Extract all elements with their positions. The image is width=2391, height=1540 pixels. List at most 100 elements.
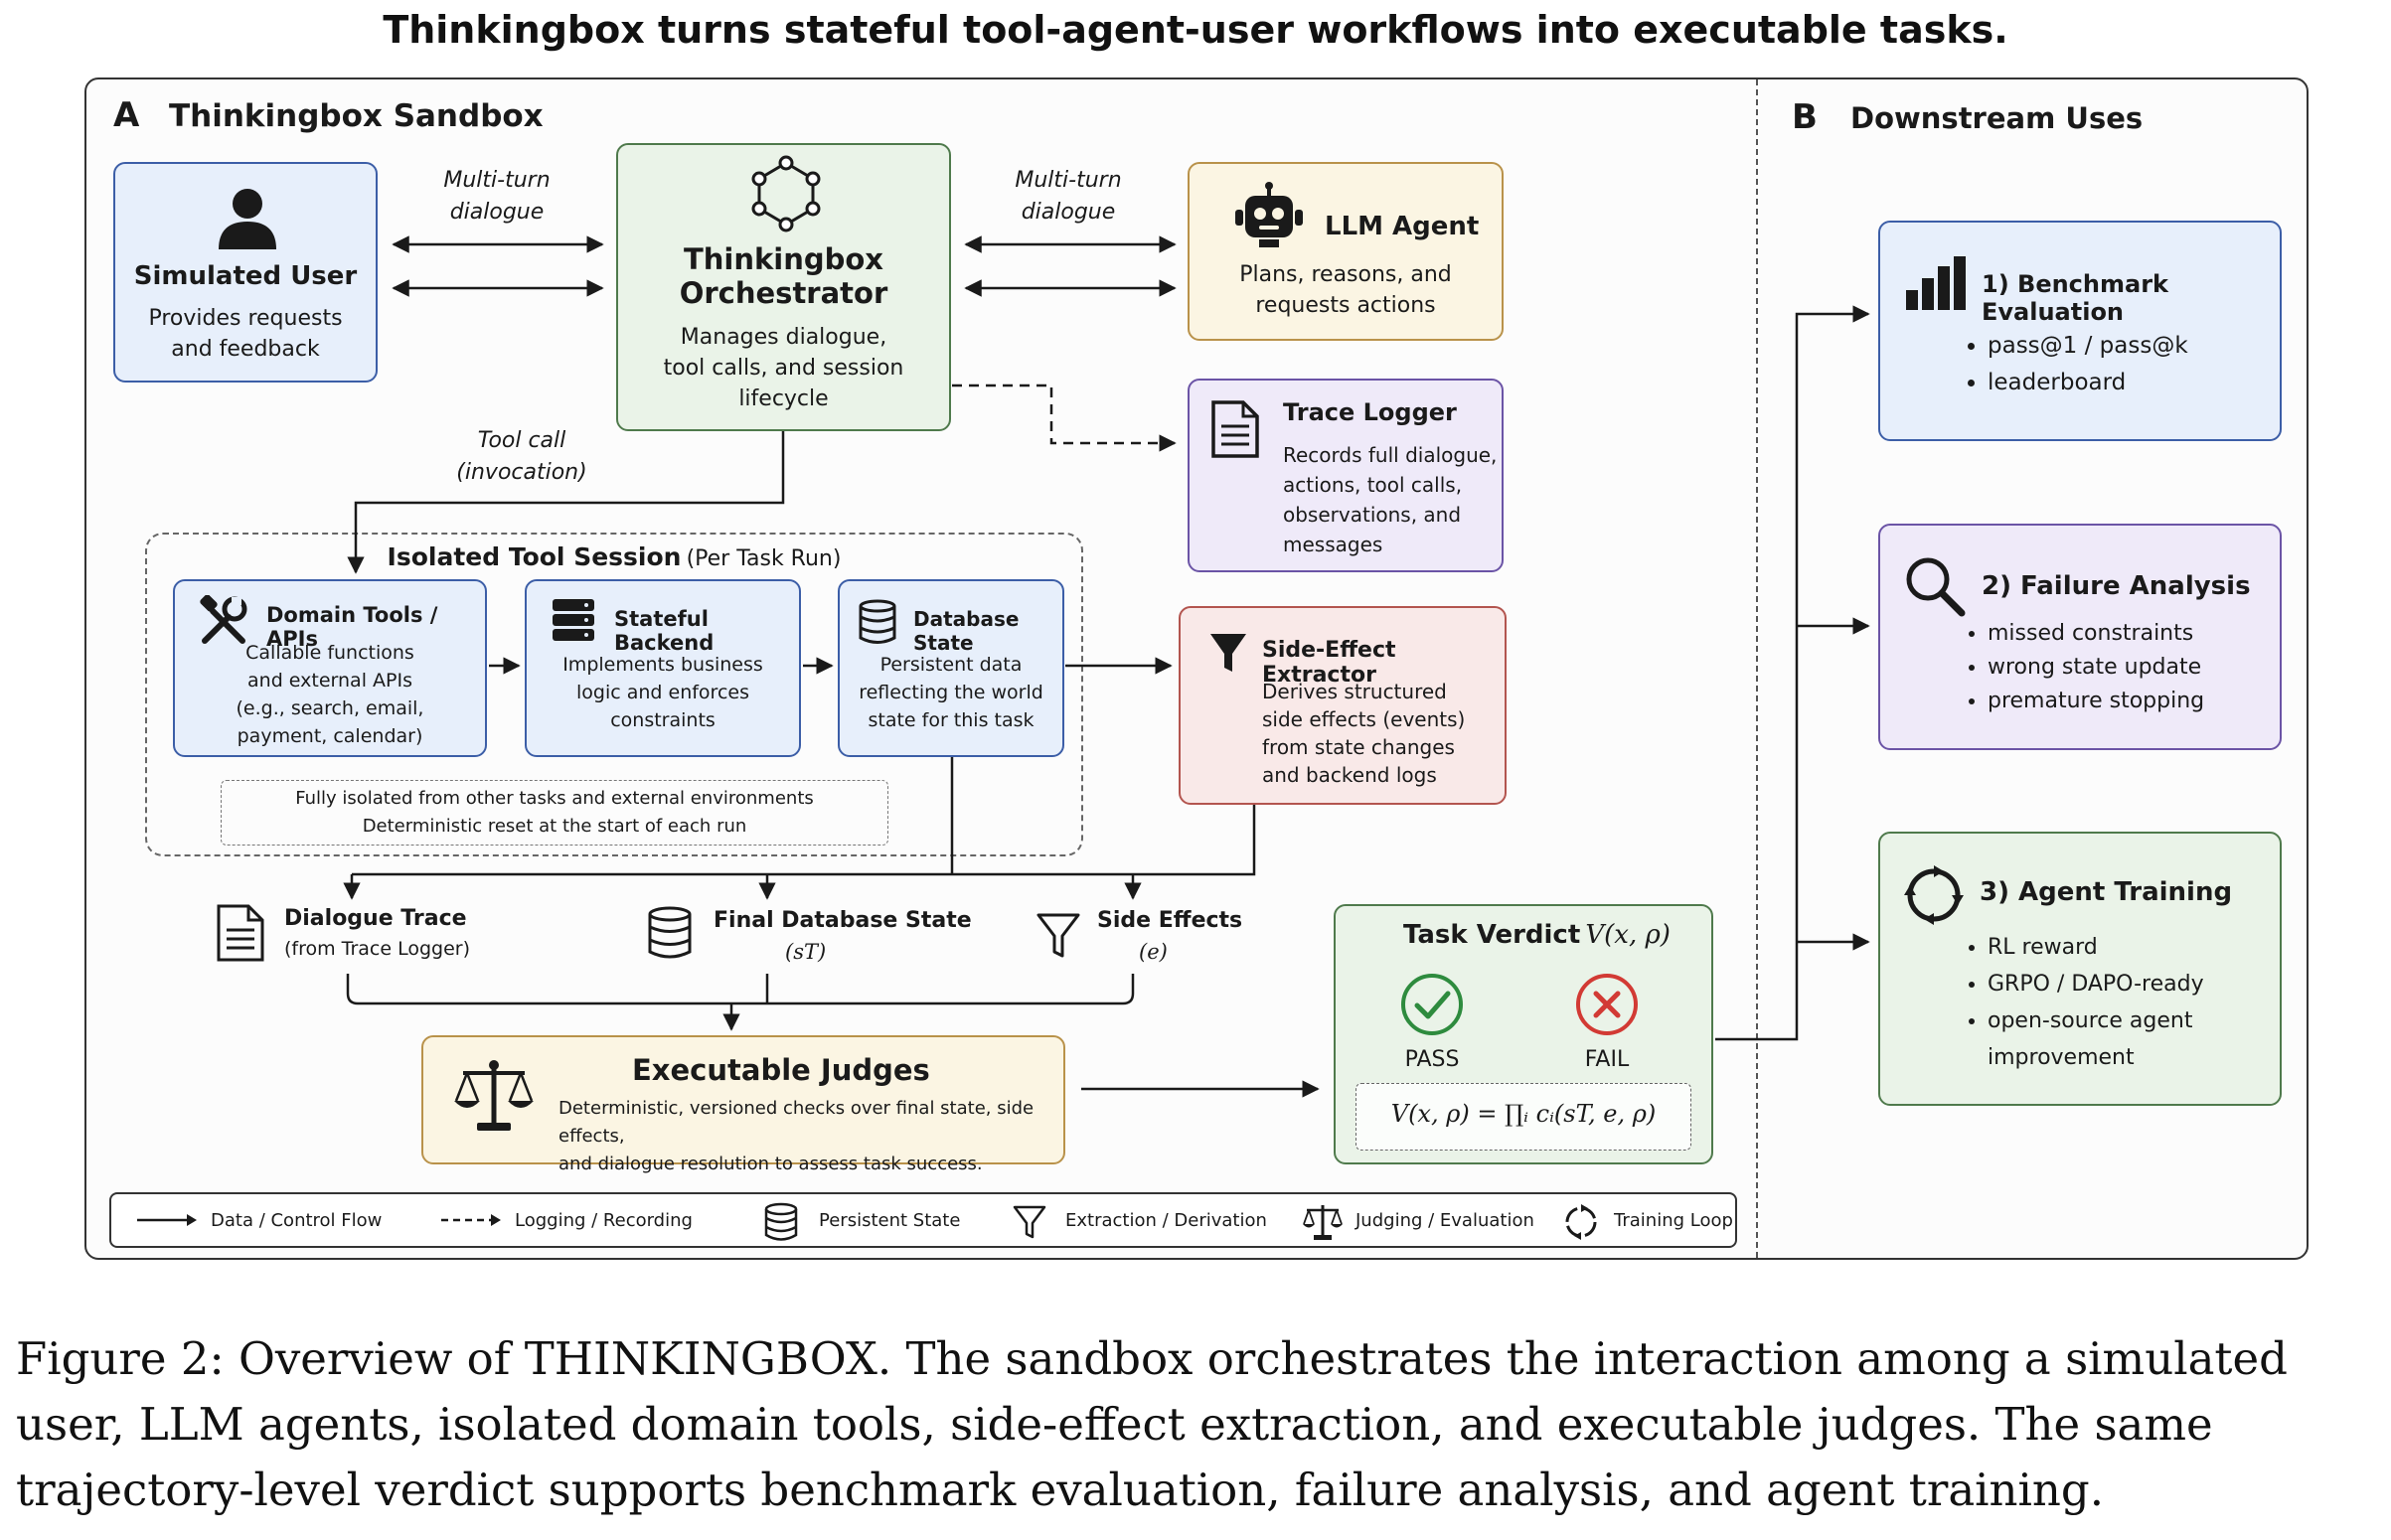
verdict-title-math: V(x, ρ) [1585,920,1671,950]
magnifier-icon [1906,557,1966,617]
pass-check-icon [1401,974,1463,1035]
section-a-letter: A [113,95,140,135]
final-db-state-sub: (sT) [785,940,827,964]
tool-session-title: Isolated Tool Session [387,542,682,571]
dialogue-trace-sub: (from Trace Logger) [284,938,471,960]
section-b-letter: B [1792,97,1818,137]
trace-logger-desc: Records full dialogue, actions, tool cal… [1283,443,1498,556]
bracket-outputs [346,974,1135,1005]
fail-label: FAIL [1584,1047,1630,1072]
stateful-backend-title: Stateful Backend [614,607,715,655]
verdict-title: Task Verdict [1403,920,1581,950]
cycle-icon [1565,1204,1597,1240]
tools-icon [200,595,247,644]
cycle-icon [1904,865,1964,925]
orchestrator-desc: Manages dialogue, tool calls, and sessio… [663,325,904,411]
arrow-logging [952,384,1177,452]
legend-training-loop: Training Loop [1614,1210,1733,1231]
list-item: premature stopping [1988,685,2204,718]
final-db-state-title: Final Database State [714,908,972,933]
simulated-user-box: Simulated User Provides requests and fee… [113,162,378,383]
figure-caption: Figure 2: Overview of THINKINGBOX. The s… [16,1332,2288,1516]
list-item: missed constraints [1988,617,2204,651]
server-icon [553,599,594,641]
use-training-box: 3) Agent Training RL reward GRPO / DAPO-… [1878,832,2282,1106]
scales-icon [454,1060,534,1131]
executable-judges-box: Executable Judges Deterministic, version… [421,1035,1065,1174]
figure-title: Thinkingbox turns stateful tool-agent-us… [383,8,2008,52]
verdict-formula-box: V(x, ρ) = ∏ᵢ cᵢ(sT, e, ρ) [1355,1083,1691,1151]
use-failure-bullets: missed constraints wrong state update pr… [1948,617,2204,718]
legend-persistent-state: Persistent State [819,1210,961,1231]
side-effects-sub: (e) [1139,940,1168,964]
orchestrator-title: Thinkingbox Orchestrator [679,242,888,310]
use-training-bullets: RL reward GRPO / DAPO-ready open-source … [1948,929,2286,1076]
database-state-box: Database State Persistent data reflectin… [838,579,1064,757]
section-divider [1756,79,1758,1258]
llm-agent-box: LLM Agent Plans, reasons, and requests a… [1188,162,1504,341]
document-icon [1211,400,1259,458]
stateful-backend-desc: Implements business logic and enforces c… [562,654,763,731]
user-icon [219,189,276,249]
database-icon [764,1202,798,1241]
arrow-tool-call [347,431,785,574]
funnel-outline-icon [1036,913,1080,958]
side-effect-extractor-box: Side-Effect Extractor Derives structured… [1179,606,1507,805]
judges-desc: Deterministic, versioned checks over fin… [558,1098,1035,1174]
database-state-desc: Persistent data reflecting the world sta… [859,654,1043,731]
list-item: pass@1 / pass@k [1988,328,2188,365]
line-outputs-bus [352,805,1256,876]
trace-logger-title: Trace Logger [1283,398,1457,426]
scales-icon [1303,1205,1343,1240]
trace-logger-box: Trace Logger Records full dialogue, acti… [1188,379,1504,572]
legend: Data / Control Flow Logging / Recording … [109,1192,1737,1248]
list-item: GRPO / DAPO-ready [1988,966,2286,1002]
legend-extraction: Extraction / Derivation [1065,1210,1267,1231]
list-item: wrong state update [1988,651,2204,685]
judges-title: Executable Judges [632,1053,930,1087]
section-b-title: Downstream Uses [1850,101,2144,135]
funnel-outline-icon [1013,1205,1046,1239]
simulated-user-title: Simulated User [133,261,358,291]
list-item: leaderboard [1988,365,2188,401]
bar-chart-icon [1906,256,1966,310]
llm-agent-title: LLM Agent [1325,212,1480,241]
list-item: RL reward [1988,929,2286,966]
connectors [343,235,1870,1098]
edge-label-multi-turn-left: Multi-turn dialogue [443,168,551,225]
edge-label-multi-turn-right: Multi-turn dialogue [1015,168,1122,225]
use-training-title: 3) Agent Training [1980,877,2233,907]
section-a-title: Thinkingbox Sandbox [169,98,544,134]
arrow-to-benchmark [1715,305,1870,1041]
tool-session-suffix: (Per Task Run) [686,546,842,571]
orchestrator-box: Thinkingbox Orchestrator Manages dialogu… [616,143,951,431]
database-icon [859,599,896,644]
dialogue-trace-title: Dialogue Trace [284,906,467,931]
robot-icon [1235,182,1303,247]
use-benchmark-bullets: pass@1 / pass@k leaderboard [1948,328,2188,401]
isolation-note-box: Fully isolated from other tasks and exte… [221,780,888,846]
tool-session-heading: Isolated Tool Session (Per Task Run) [145,542,1083,571]
database-state-title: Database State [913,607,1020,655]
legend-data-flow: Data / Control Flow [211,1210,383,1231]
solid-arrow-icon [137,1214,197,1226]
legend-judging: Judging / Evaluation [1355,1210,1534,1231]
simulated-user-desc: Provides requests and feedback [148,306,343,362]
document-icon [217,904,264,962]
stateful-backend-box: Stateful Backend Implements business log… [525,579,801,757]
isolated-tool-session [145,533,1083,856]
pass-label: PASS [1404,1047,1460,1072]
task-verdict-box: Task Verdict V(x, ρ) PASS FAIL V(x, ρ) =… [1334,904,1713,1164]
llm-agent-desc: Plans, reasons, and requests actions [1239,262,1452,318]
use-failure-box: 2) Failure Analysis missed constraints w… [1878,524,2282,750]
side-effect-extractor-desc: Derives structured side effects (events)… [1262,680,1466,787]
fail-x-icon [1576,974,1638,1035]
list-item: open-source agent improvement [1988,1002,2286,1076]
use-benchmark-box: 1) Benchmark Evaluation pass@1 / pass@k … [1878,221,2282,441]
legend-logging: Logging / Recording [515,1210,693,1231]
domain-tools-box: Domain Tools / APIs Callable functions a… [173,579,487,757]
use-failure-title: 2) Failure Analysis [1982,571,2251,601]
verdict-formula: V(x, ρ) = ∏ᵢ cᵢ(sT, e, ρ) [1390,1100,1657,1128]
use-benchmark-title: 1) Benchmark Evaluation [1982,270,2168,326]
